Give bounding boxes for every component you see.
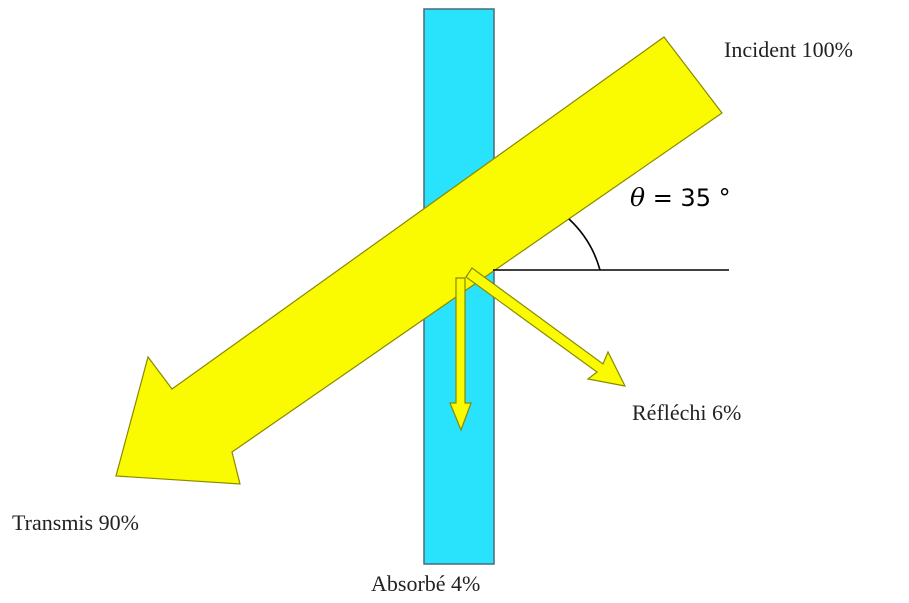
incident-label: Incident 100% [724, 37, 853, 62]
absorbed-label: Absorbé 4% [371, 571, 480, 596]
angle-label: θ = 35 ° [630, 183, 731, 212]
reflected-beam-arrow [465, 267, 627, 387]
transmitted-beam-arrow [115, 36, 723, 485]
reflected-label: Réfléchi 6% [632, 400, 741, 425]
angle-arc [568, 218, 601, 271]
angle-value: = 35 ° [645, 184, 731, 212]
absorbed-beam-arrow [449, 277, 472, 432]
angle-symbol: θ [630, 183, 645, 212]
transmitted-label: Transmis 90% [12, 510, 139, 535]
